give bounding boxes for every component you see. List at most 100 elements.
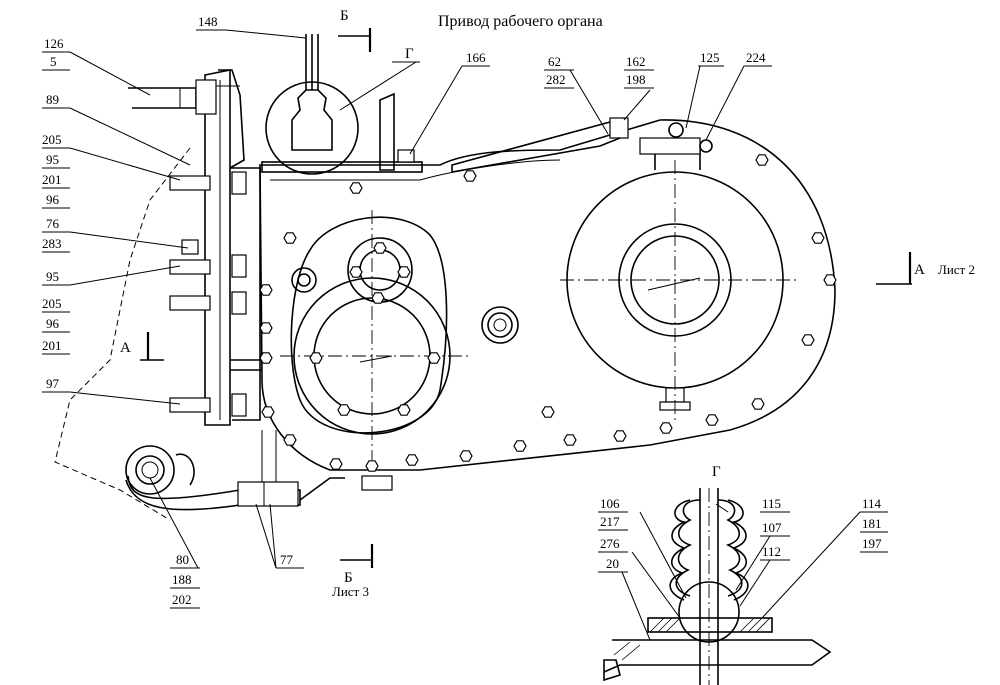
small-gear [290, 216, 451, 435]
callout-201-b: 201 [42, 338, 62, 353]
hex-bolt [329, 458, 343, 470]
top-left-shaft [128, 79, 217, 115]
callout-205-b: 205 [42, 296, 62, 311]
boot-assembly [261, 34, 423, 175]
hex-bolt [823, 274, 837, 286]
section-a-right-mark: А Лист 2 [876, 252, 975, 285]
callout-217: 217 [600, 514, 620, 529]
hex-bolt [371, 292, 385, 304]
hex-bolt [801, 334, 815, 346]
hex-bolt [563, 434, 577, 446]
hex-bolt [659, 422, 673, 434]
hex-bolt [365, 460, 379, 472]
hex-bolt [349, 266, 363, 278]
callout-96-b: 96 [46, 316, 60, 331]
callout-162: 162 [626, 54, 646, 69]
callout-198: 198 [626, 72, 646, 87]
hex-bolt [309, 352, 323, 364]
callout-224: 224 [746, 50, 766, 65]
section-g-top-letter: Г [405, 46, 414, 62]
callout-188: 188 [172, 572, 192, 587]
callout-95-b: 95 [46, 269, 59, 284]
hex-bolt [459, 450, 473, 462]
detail-g-letter: Г [712, 464, 721, 480]
hex-bolt [705, 414, 719, 426]
section-b-top-letter: Б [340, 8, 349, 24]
callout-125: 125 [700, 50, 720, 65]
hex-bolt [283, 434, 297, 446]
section-a-left-letter: А [120, 340, 131, 356]
callout-282: 282 [546, 72, 566, 87]
hex-bolt [755, 154, 769, 166]
callout-114: 114 [862, 496, 882, 511]
detail-g: Г [603, 464, 832, 685]
hex-bolt [427, 352, 441, 364]
mounting-plate [204, 69, 262, 426]
hex-bolt [283, 232, 297, 244]
hex-bolt [613, 430, 627, 442]
callout-5: 5 [50, 54, 57, 69]
callout-97: 97 [46, 376, 60, 391]
callout-283: 283 [42, 236, 62, 251]
leader-lines [69, 29, 861, 641]
callout-labels: 126 5 89 205 95 201 96 76 283 95 205 96 … [42, 14, 882, 607]
callout-77: 77 [280, 552, 294, 567]
callout-276: 276 [600, 536, 620, 551]
callout-20: 20 [606, 556, 619, 571]
callout-115: 115 [762, 496, 781, 511]
callout-107: 107 [762, 520, 782, 535]
bracket-nut [609, 117, 629, 139]
callout-148: 148 [198, 14, 218, 29]
section-a-left-mark: А [120, 332, 164, 361]
hex-bolt [513, 440, 527, 452]
hex-bolt [349, 182, 363, 194]
hex-bolt [397, 404, 411, 416]
gearbox-housing [259, 119, 836, 471]
callout-197: 197 [862, 536, 882, 551]
lower-lever [125, 430, 345, 511]
callout-96-a: 96 [46, 192, 60, 207]
callout-underlines [42, 29, 888, 609]
hex-bolt [811, 232, 825, 244]
hex-bolt [259, 284, 273, 296]
drawing-title: Привод рабочего органа [438, 13, 603, 30]
callout-62: 62 [548, 54, 561, 69]
hex-bolt [337, 404, 351, 416]
hex-bolt [463, 170, 477, 182]
section-b-bottom-mark: Б Лист 3 [332, 544, 374, 599]
section-a-right-letter: А [914, 262, 925, 278]
callout-126: 126 [44, 36, 64, 51]
hex-bolt [541, 406, 555, 418]
callout-112: 112 [762, 544, 781, 559]
housing-bolts [259, 154, 837, 472]
callout-166: 166 [466, 50, 486, 65]
hex-bolt [405, 454, 419, 466]
oil-plug [481, 306, 519, 344]
drain-plug [361, 475, 393, 491]
section-b-top-mark: Б [338, 8, 372, 52]
hex-bolt [261, 406, 275, 418]
sheet-ref-3: Лист 3 [332, 584, 369, 599]
left-bolts [169, 85, 247, 417]
sheet-ref-2: Лист 2 [938, 262, 975, 277]
hex-bolt [397, 266, 411, 278]
hub-left [291, 267, 317, 293]
hex-bolt [373, 242, 387, 254]
callout-106: 106 [600, 496, 620, 511]
callout-201-a: 201 [42, 172, 62, 187]
callout-89: 89 [46, 92, 59, 107]
hex-bolt [259, 352, 273, 364]
hex-bolt [751, 398, 765, 410]
callout-202: 202 [172, 592, 192, 607]
callout-80: 80 [176, 552, 189, 567]
callout-76: 76 [46, 216, 60, 231]
frame-outline [54, 147, 191, 521]
callout-205-a: 205 [42, 132, 62, 147]
callout-95-a: 95 [46, 152, 59, 167]
section-b-bottom-letter: Б [344, 570, 353, 586]
cap-bolt [639, 137, 701, 155]
tension-bracket [451, 121, 621, 173]
callout-181: 181 [862, 516, 882, 531]
hex-bolt [259, 322, 273, 334]
